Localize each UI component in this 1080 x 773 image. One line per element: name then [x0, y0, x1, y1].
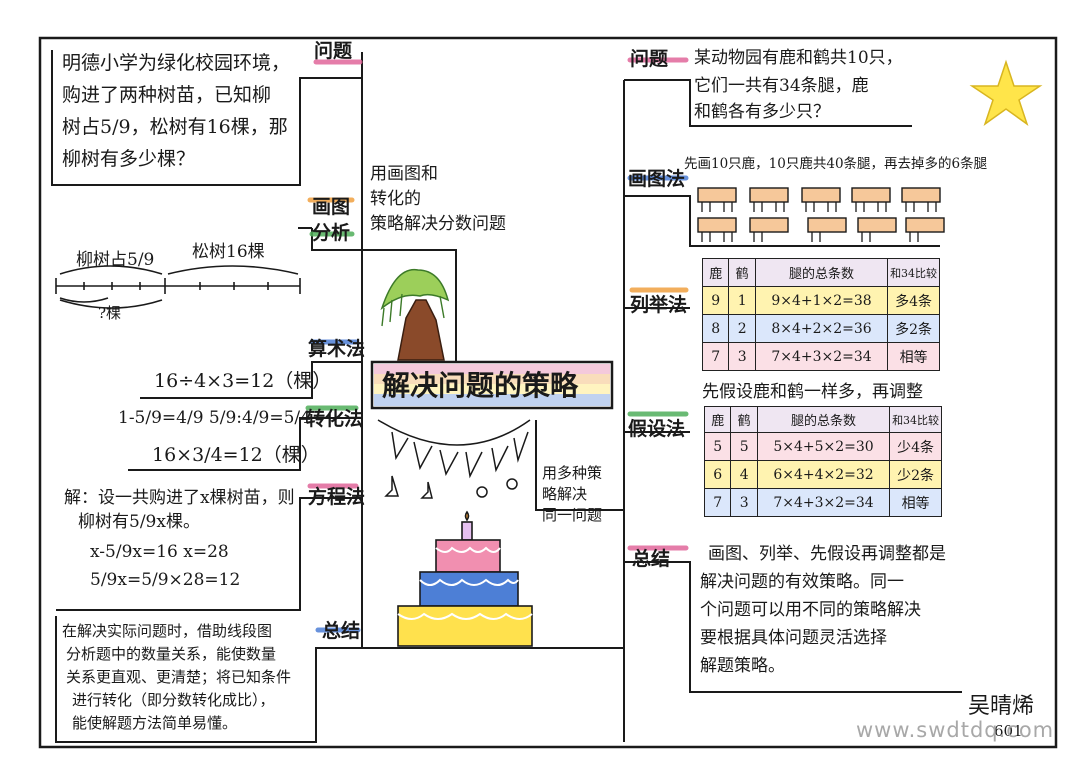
- center-side-note-line-3: 同一问题: [542, 506, 603, 524]
- assume-cell: 5: [730, 432, 758, 461]
- right-problem-line-2: 它们一共有34条腿，鹿: [694, 76, 869, 96]
- right-problem-line-3: 和鹤各有多少只？: [694, 102, 830, 122]
- list-cell: 9: [701, 286, 730, 315]
- left-arithmetic-label: 算术法: [308, 338, 366, 360]
- left-equation-label: 方程法: [308, 486, 366, 508]
- left-summary-label: 总结: [322, 620, 361, 642]
- list-cell: 8×4+2×2=36: [754, 314, 889, 343]
- assume-cell: 少2条: [889, 460, 942, 489]
- assume-cell: 4: [730, 460, 758, 489]
- list-header-crane: 鹤: [728, 258, 756, 287]
- left-conversion-line-1: 1-5/9=4/9 5/9:4/9=5/4: [118, 408, 311, 428]
- left-arithmetic-line: 16÷4×3=12（棵）: [154, 370, 332, 392]
- assume-cell: 相等: [889, 488, 942, 517]
- left-problem-line-1: 明德小学为绿化校园环境，: [62, 52, 291, 74]
- assume-table: 鹿 鹤 腿的总条数 和34比较 5 5 5×4+5×2=30 少4条 6 4 6…: [703, 406, 942, 517]
- segment-unknown-label: ?棵: [98, 304, 122, 322]
- list-cell: 3: [728, 342, 756, 371]
- left-summary-line-4: 进行转化（即分数转化成比），: [72, 691, 275, 709]
- left-problem-line-4: 柳树有多少棵？: [62, 148, 196, 170]
- signature-name: 吴晴烯: [968, 694, 1035, 719]
- right-assume-intro: 先假设鹿和鹤一样多，再调整: [702, 382, 923, 402]
- list-header-deer: 鹿: [701, 258, 730, 287]
- assume-cell: 5: [703, 432, 732, 461]
- right-problem-label: 问题: [630, 48, 669, 70]
- right-list-label: 列举法: [630, 294, 688, 316]
- right-summary-line-5: 解题策略。: [700, 656, 785, 676]
- right-summary-line-3: 个问题可以用不同的策略解决: [700, 600, 921, 620]
- left-conversion-line-2: 16×3/4=12（棵）: [152, 444, 320, 466]
- left-drawing-label-line-1: 画图: [312, 196, 351, 218]
- list-cell: 相等: [887, 342, 940, 371]
- left-equation-line-2: 柳树有5/9x棵。: [78, 512, 200, 532]
- center-side-note-line-2: 略解决: [542, 485, 588, 503]
- assume-cell: 7: [703, 488, 732, 517]
- signature-number: 601: [994, 722, 1023, 740]
- list-cell: 8: [701, 314, 730, 343]
- assume-cell: 7×4+3×2=34: [756, 488, 891, 517]
- right-summary-line-4: 要根据具体问题灵活选择: [700, 628, 887, 648]
- left-summary-line-1: 在解决实际问题时，借助线段图: [62, 622, 273, 640]
- list-cell: 7: [701, 342, 730, 371]
- left-problem-line-2: 购进了两种树苗，已知柳: [62, 84, 272, 106]
- assume-header-deer: 鹿: [703, 406, 732, 433]
- right-summary-label: 总结: [632, 548, 671, 570]
- center-top-note-line-3: 策略解决分数问题: [370, 214, 506, 234]
- left-equation-line-4: 5/9x=5/9×28=12: [90, 570, 241, 590]
- right-assume-label: 假设法: [628, 418, 686, 440]
- left-equation-line-1: 解：设一共购进了x棵树苗，则: [64, 488, 295, 508]
- assume-header-legs: 腿的总条数: [756, 406, 891, 433]
- segment-pine-label: 松树16棵: [192, 242, 265, 262]
- watermark: www.swdtdq.com: [856, 718, 1055, 742]
- center-top-note-line-1: 用画图和: [370, 164, 438, 184]
- list-cell: 9×4+1×2=38: [754, 286, 889, 315]
- right-drawing-line: 先画10只鹿，10只鹿共40条腿，再去掉多的6条腿: [684, 156, 988, 172]
- left-conversion-label: 转化法: [306, 408, 364, 430]
- list-header-compare: 和34比较: [887, 258, 940, 287]
- assume-cell: 5×4+5×2=30: [756, 432, 891, 461]
- list-cell: 1: [728, 286, 756, 315]
- left-problem-label: 问题: [314, 40, 353, 62]
- list-cell: 2: [728, 314, 756, 343]
- segment-willow-label: 柳树占5/9: [76, 250, 155, 270]
- cake-icon: [397, 510, 533, 647]
- assume-cell: 6×4+4×2=32: [756, 460, 891, 489]
- center-top-note-line-2: 转化的: [370, 189, 421, 209]
- left-summary-line-2: 分析题中的数量关系，能使数量: [66, 645, 277, 663]
- right-summary-line-1: 画图、列举、先假设再调整都是: [708, 544, 946, 564]
- list-cell: 多2条: [887, 314, 940, 343]
- assume-cell: 少4条: [889, 432, 942, 461]
- right-summary-line-2: 解决问题的有效策略。同一: [700, 572, 904, 592]
- assume-cell: 6: [703, 460, 732, 489]
- assume-header-crane: 鹤: [730, 406, 758, 433]
- right-problem-line-1: 某动物园有鹿和鹤共10只，: [694, 48, 903, 68]
- bunting-icon: [377, 419, 531, 499]
- left-summary-line-3: 关系更直观、更清楚；将已知条件: [66, 668, 292, 686]
- left-drawing-label-line-2: 分析: [312, 222, 351, 244]
- right-drawing-label: 画图法: [628, 168, 686, 190]
- center-side-note-line-1: 用多种策: [542, 464, 603, 482]
- left-problem-line-3: 树占5/9，松树有16棵，那: [62, 116, 288, 138]
- left-summary-line-5: 能使解题方法简单易懂。: [72, 714, 238, 732]
- star-icon: [969, 59, 1043, 126]
- list-cell: 多4条: [887, 286, 940, 315]
- list-header-legs: 腿的总条数: [754, 258, 889, 287]
- left-equation-line-3: x-5/9x=16 x=28: [90, 542, 229, 562]
- page-title: 解决问题的策略: [382, 369, 579, 402]
- willow-tree-icon: [380, 268, 450, 361]
- assume-header-compare: 和34比较: [889, 406, 942, 433]
- list-table: 鹿 鹤 腿的总条数 和34比较 9 1 9×4+1×2=38 多4条 8 2 8…: [701, 258, 940, 371]
- assume-cell: 3: [730, 488, 758, 517]
- list-cell: 7×4+3×2=34: [754, 342, 889, 371]
